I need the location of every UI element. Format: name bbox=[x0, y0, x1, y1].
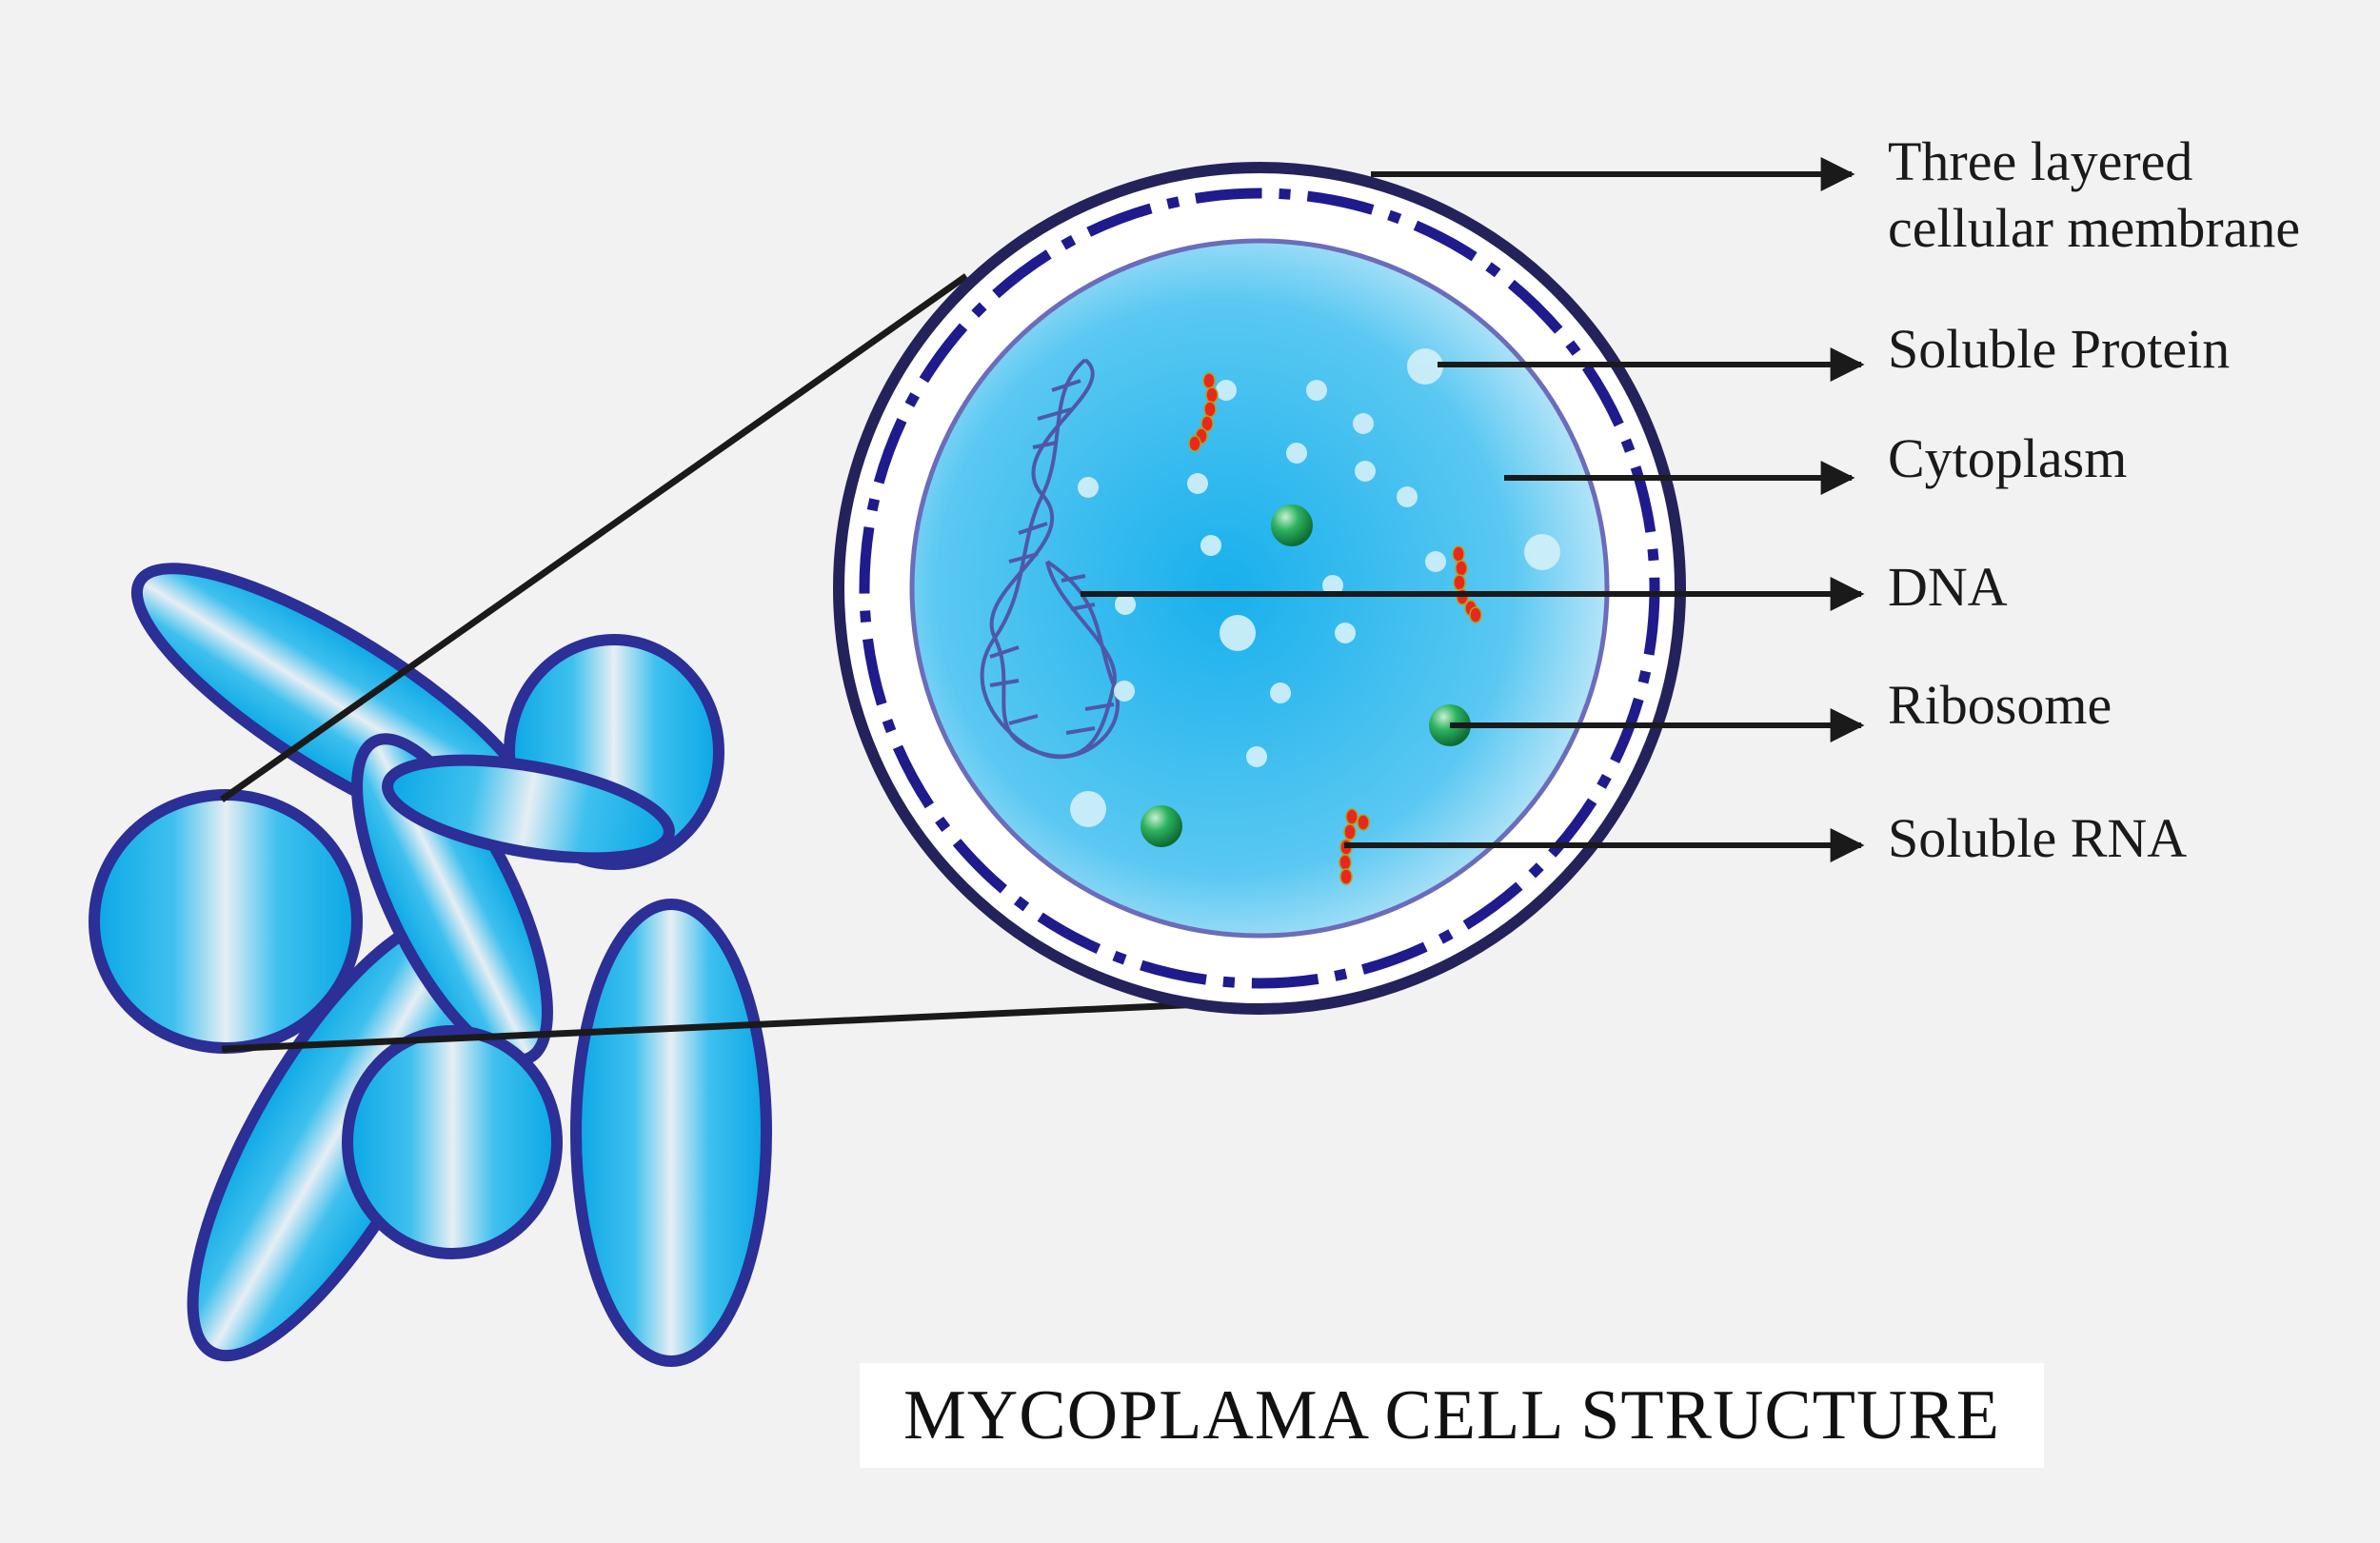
cell-round-bottom bbox=[342, 1025, 563, 1259]
protein-dot bbox=[1216, 380, 1237, 401]
protein-dot bbox=[1397, 486, 1418, 507]
cell-elongated-middle bbox=[351, 733, 553, 1066]
protein-dot bbox=[1200, 535, 1221, 556]
ribosome-icon bbox=[1140, 805, 1182, 847]
label-dna: DNA bbox=[1888, 556, 2008, 618]
protein-dot bbox=[1353, 413, 1374, 434]
leader-arrows bbox=[1081, 157, 1865, 862]
protein-dot bbox=[1306, 380, 1327, 401]
zoom-line-bottom bbox=[221, 999, 1224, 1053]
middle-membrane bbox=[859, 188, 1660, 989]
label-ribosome: Ribosome bbox=[1888, 674, 2112, 736]
protein-dot bbox=[1114, 681, 1135, 702]
cell-elongated-horizontal bbox=[382, 754, 675, 864]
protein-dot bbox=[1270, 682, 1291, 703]
zoom-line-top bbox=[219, 273, 969, 802]
cell-round-left bbox=[89, 789, 363, 1054]
rna-chain-icon bbox=[1452, 545, 1482, 623]
protein-dot bbox=[1355, 461, 1376, 482]
diagram-title: MYCOPLAMA CELL STRUCTURE bbox=[903, 1375, 2000, 1454]
cell-cluster bbox=[89, 563, 772, 1367]
cytoplasm bbox=[909, 238, 1610, 939]
protein-dot bbox=[1070, 791, 1106, 827]
soluble-proteins bbox=[1070, 348, 1560, 827]
label-membrane: Three layered cellular membrane bbox=[1888, 130, 2301, 259]
label-soluble-rna: Soluble RNA bbox=[1888, 807, 2188, 869]
protein-dot bbox=[1115, 594, 1136, 615]
protein-dot bbox=[1407, 348, 1443, 385]
magnified-cell bbox=[833, 162, 1686, 1015]
title-box: MYCOPLAMA CELL STRUCTURE bbox=[860, 1363, 2044, 1468]
protein-dot bbox=[1246, 746, 1267, 767]
protein-dot bbox=[1220, 615, 1256, 651]
label-soluble-protein: Soluble Protein bbox=[1888, 318, 2231, 380]
protein-dot bbox=[1425, 551, 1446, 572]
protein-dot bbox=[1078, 477, 1099, 498]
protein-dot bbox=[1187, 473, 1208, 494]
protein-dot bbox=[1524, 534, 1560, 570]
cell-elongated-right bbox=[570, 899, 772, 1367]
dna-helix-icon bbox=[980, 358, 1120, 760]
ribosome-icon bbox=[1271, 504, 1313, 546]
rna-chain-icon bbox=[1339, 808, 1370, 885]
protein-dot bbox=[1335, 623, 1356, 643]
protein-dot bbox=[1322, 575, 1343, 596]
protein-dot bbox=[1286, 443, 1307, 464]
label-cytoplasm: Cytoplasm bbox=[1888, 427, 2128, 489]
rna-chain-icon bbox=[1188, 372, 1219, 452]
